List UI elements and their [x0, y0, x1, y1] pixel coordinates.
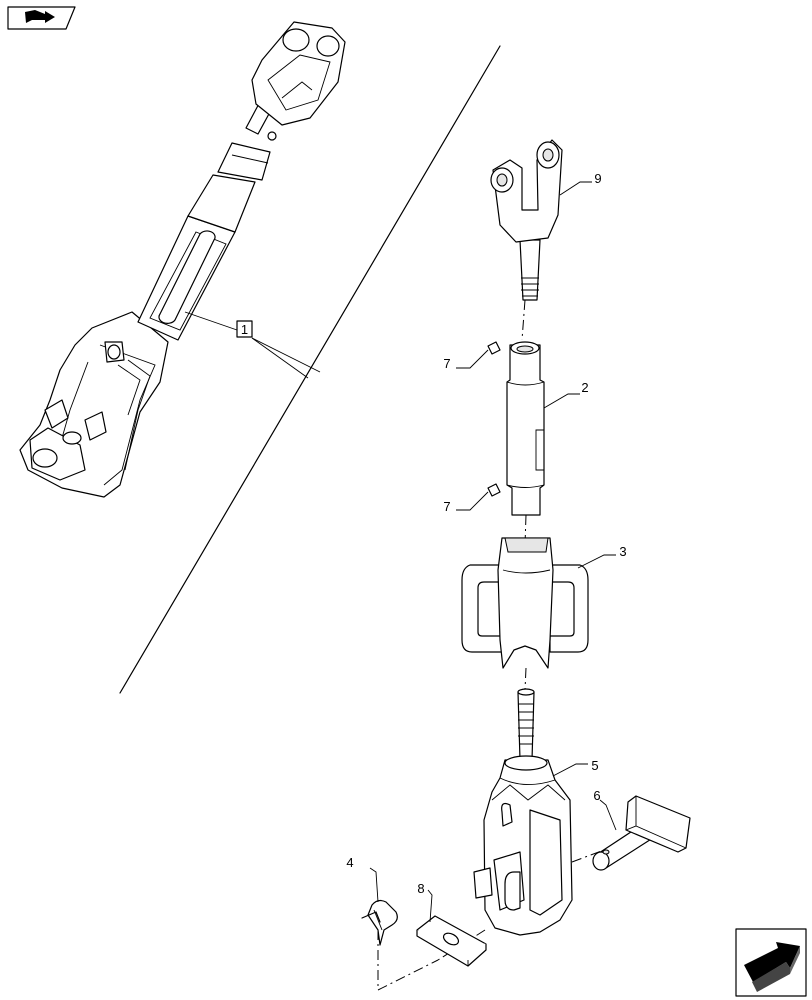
svg-text:6: 6 [593, 788, 600, 803]
separator-line [119, 45, 501, 694]
callout-8: 8 [417, 881, 433, 923]
barrel-part [506, 341, 545, 516]
callout-2: 2 [543, 380, 589, 409]
handle-part [461, 537, 589, 669]
view-arrow-icon[interactable] [7, 6, 76, 30]
svg-text:1: 1 [241, 322, 248, 337]
lower-fork-part [473, 688, 573, 936]
svg-text:8: 8 [417, 881, 424, 896]
callout-6: 6 [593, 788, 617, 831]
grease-nipple-lower [456, 483, 501, 511]
washer-part [416, 915, 487, 967]
upper-fork-part [490, 139, 563, 301]
callout-7-lower: 7 [443, 499, 450, 514]
next-page-arrow-icon[interactable] [735, 928, 807, 997]
svg-text:5: 5 [591, 758, 598, 773]
svg-text:2: 2 [581, 380, 588, 395]
callout-9: 9 [559, 171, 602, 196]
clip-part [361, 899, 398, 946]
callout-1: 1 [184, 311, 321, 379]
svg-text:4: 4 [346, 855, 353, 870]
pin-part [592, 795, 691, 871]
callout-7-upper: 7 [443, 356, 450, 371]
svg-text:9: 9 [594, 171, 601, 186]
callout-3: 3 [577, 544, 627, 569]
assembled-top-link [19, 21, 346, 498]
callout-4: 4 [346, 855, 379, 903]
svg-text:3: 3 [619, 544, 626, 559]
callout-5: 5 [552, 758, 599, 777]
grease-nipple-upper [456, 341, 501, 369]
